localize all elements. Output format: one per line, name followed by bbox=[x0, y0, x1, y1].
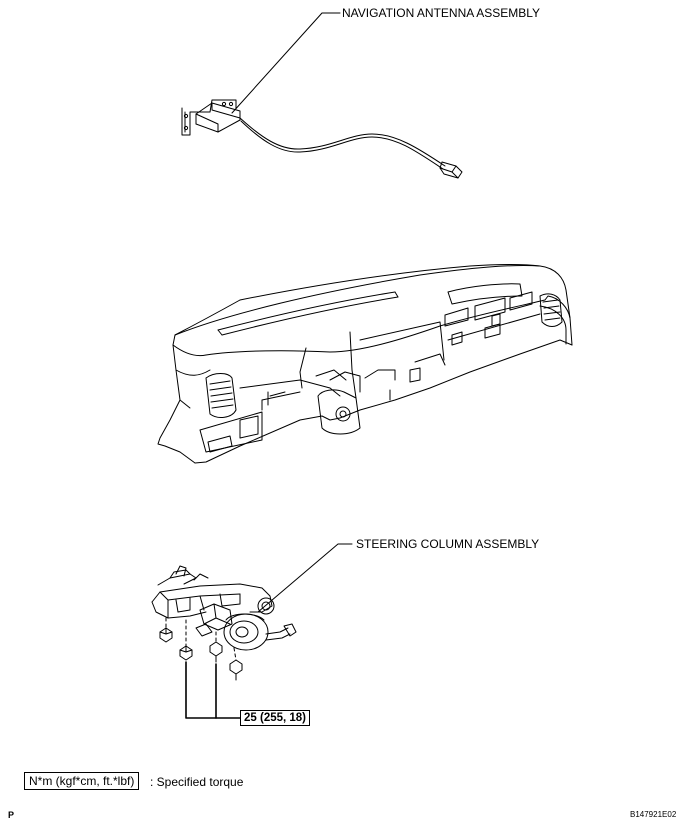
navigation-antenna-drawing bbox=[181, 12, 463, 179]
figure-code: B147921E02 bbox=[630, 810, 677, 819]
steering-column-label: STEERING COLUMN ASSEMBLY bbox=[356, 537, 540, 551]
torque-legend-description: : Specified torque bbox=[150, 775, 244, 789]
page-mark: P bbox=[8, 810, 15, 820]
navigation-antenna-label: NAVIGATION ANTENNA ASSEMBLY bbox=[342, 6, 541, 20]
steering-column-drawing bbox=[151, 543, 353, 719]
torque-legend-units: N*m (kgf*cm, ft.*lbf) bbox=[24, 772, 140, 790]
torque-value-box: 25 (255, 18) bbox=[240, 710, 311, 726]
instrument-panel-drawing bbox=[157, 264, 573, 464]
